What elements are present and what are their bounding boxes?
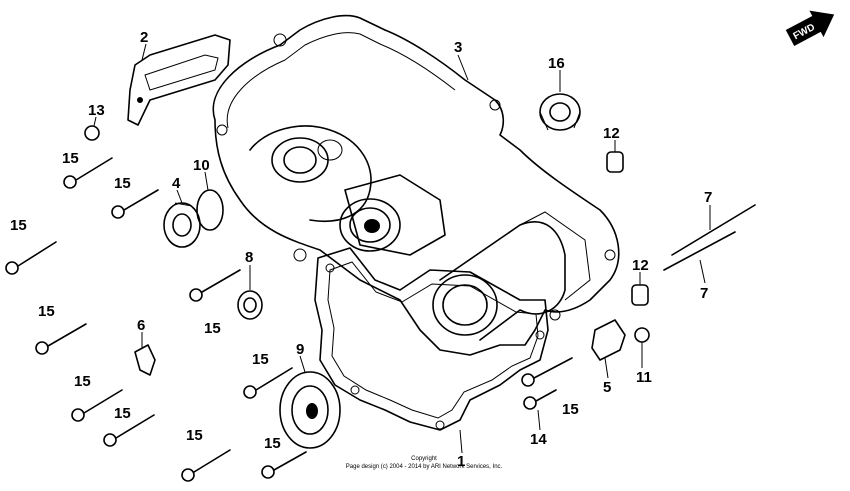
bolts-15 [5, 157, 573, 482]
oring-10 [196, 189, 224, 231]
label-16: 16 [548, 55, 565, 72]
label-15-h: 15 [252, 351, 269, 368]
clip-6 [134, 344, 156, 376]
bolt-15-c [5, 241, 57, 275]
label-6: 6 [137, 317, 145, 334]
label-12-upper: 12 [603, 125, 620, 142]
bearing-16 [539, 93, 581, 131]
label-8: 8 [245, 249, 253, 266]
label-15-i: 15 [186, 427, 203, 444]
label-14: 14 [530, 431, 547, 448]
part-4 [163, 202, 201, 248]
nut-13 [84, 125, 100, 141]
label-15-d: 15 [38, 303, 55, 320]
callout-labels: 2 3 16 13 12 15 10 15 4 7 15 8 12 7 15 6… [10, 29, 712, 470]
label-2: 2 [140, 29, 148, 46]
label-15-k: 15 [562, 401, 579, 418]
label-9: 9 [296, 341, 304, 358]
dowel-12-lower [631, 284, 649, 306]
label-15-a: 15 [62, 150, 79, 167]
bolt-15-j [261, 451, 307, 479]
seal-8 [237, 290, 263, 320]
label-15-e: 15 [204, 320, 221, 337]
fwd-arrow-icon: FWD [785, 10, 835, 46]
stud-7-lower [663, 231, 736, 271]
label-7-lower: 7 [700, 285, 708, 302]
copyright-line2: Page design (c) 2004 - 2014 by ARI Netwo… [346, 464, 503, 470]
bolt-15-f [71, 389, 123, 422]
nut-11 [634, 327, 650, 343]
pulley-9 [279, 371, 341, 449]
label-5: 5 [603, 379, 611, 396]
stud-7-upper [671, 204, 756, 256]
cover-plate [127, 34, 231, 126]
label-4: 4 [172, 175, 181, 192]
bolt-15-a [63, 157, 113, 189]
label-15-f: 15 [74, 373, 91, 390]
label-1: 1 [457, 453, 465, 470]
label-15-j: 15 [264, 435, 281, 452]
bolt-14 [523, 389, 557, 410]
bracket-5 [591, 319, 626, 361]
label-10: 10 [193, 157, 210, 174]
label-13: 13 [88, 102, 105, 119]
label-11: 11 [636, 369, 652, 386]
rear-case-cover [212, 14, 620, 356]
label-15-b: 15 [114, 175, 131, 192]
label-7-upper: 7 [704, 189, 712, 206]
bolt-15-g [103, 414, 155, 447]
bolt-15-b [111, 189, 159, 219]
dowel-12-upper [606, 151, 624, 173]
case-gasket [314, 247, 549, 431]
copyright-line1: Copyright [411, 456, 437, 462]
bolt-15-d [35, 323, 87, 355]
label-3: 3 [454, 39, 462, 56]
label-12-lower: 12 [632, 257, 649, 274]
label-15-g: 15 [114, 405, 131, 422]
bolt-15-k [521, 357, 573, 387]
bolt-15-i [181, 449, 231, 482]
bolt-15-e [189, 269, 241, 302]
bolt-15-h [243, 367, 293, 399]
label-15-c: 15 [10, 217, 27, 234]
leader-lines [93, 43, 711, 454]
